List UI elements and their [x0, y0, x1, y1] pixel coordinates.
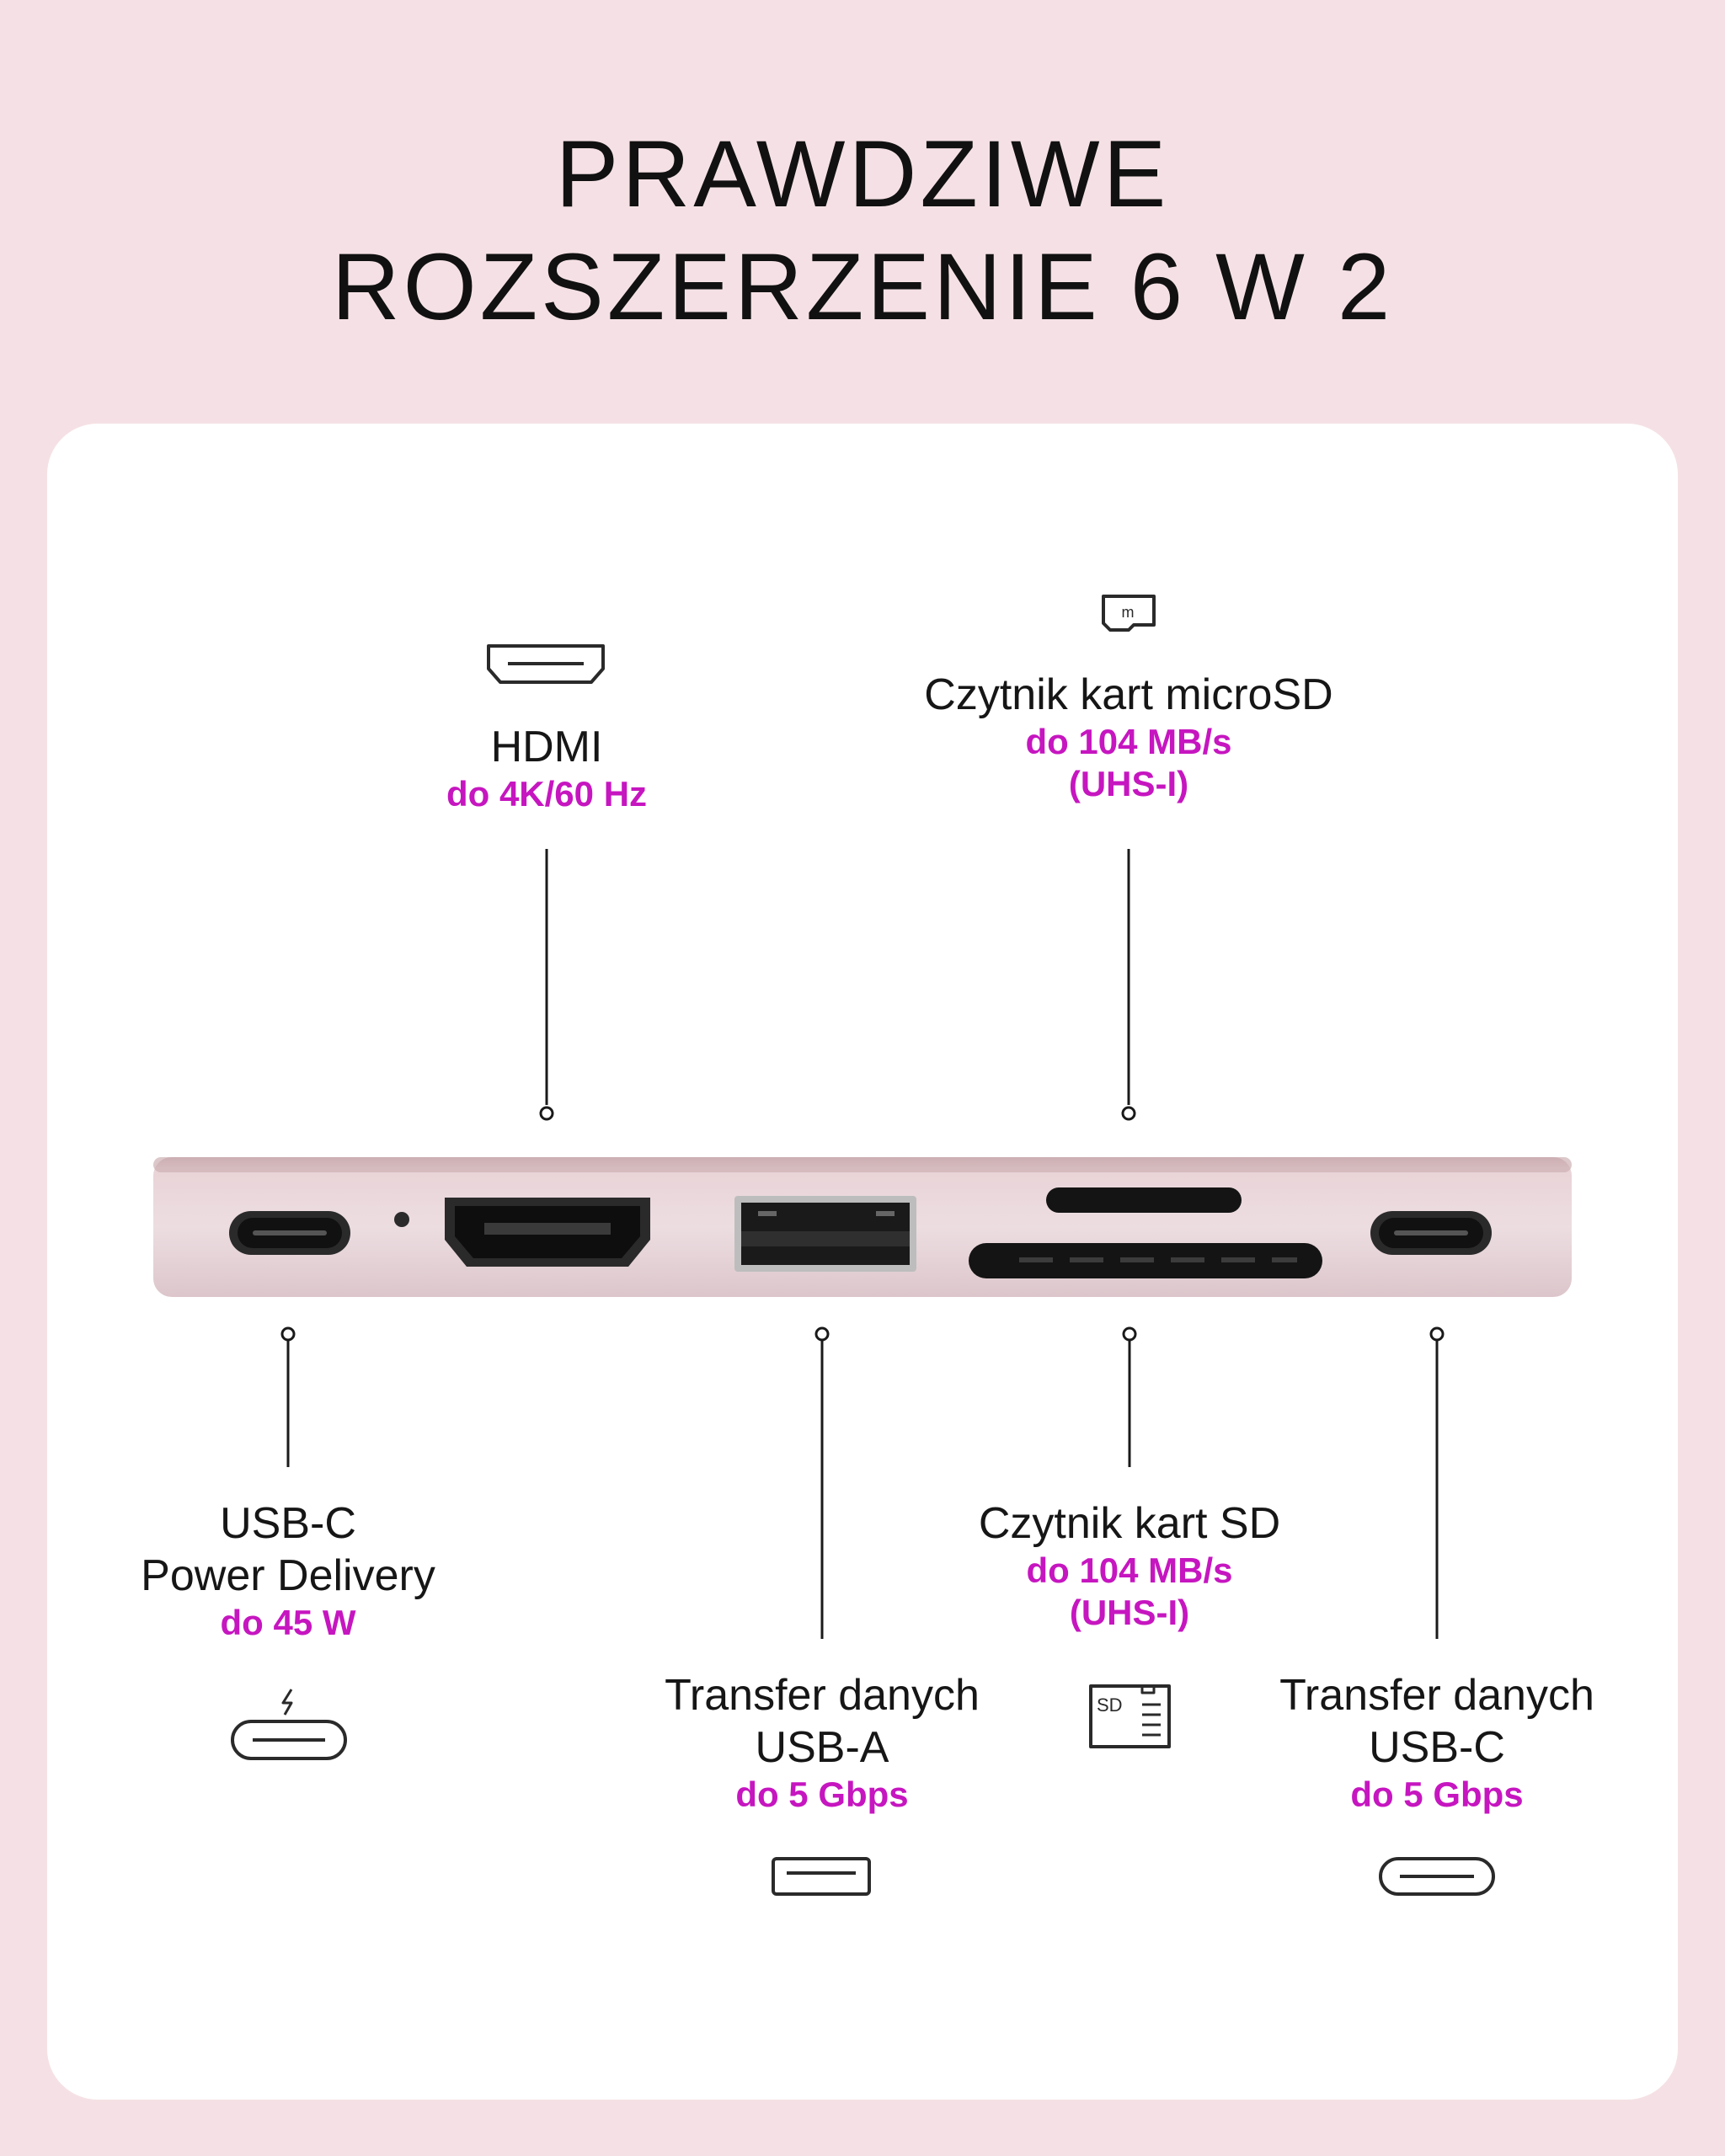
sd-leader-dot	[1122, 1326, 1137, 1342]
usbc-pd-label: USB-C Power Delivery do 45 W	[141, 1497, 435, 1644]
usbc-pd-leader-dot	[280, 1326, 296, 1342]
sd-slot	[969, 1243, 1322, 1278]
status-led	[394, 1212, 409, 1227]
usbc-data-name-1: Transfer danych	[1279, 1671, 1594, 1720]
microsd-spec-standard: (UHS-I)	[1068, 764, 1189, 803]
microsd-label: Czytnik kart microSD do 104 MB/s (UHS-I)	[924, 669, 1332, 805]
usba-name-2: USB-A	[755, 1723, 889, 1772]
title-line-1: PRAWDZIWE	[555, 121, 1170, 227]
usba-label: Transfer danych USB-A do 5 Gbps	[665, 1669, 980, 1816]
sd-spec-speed: do 104 MB/s	[1026, 1550, 1233, 1590]
sd-icon-text: SD	[1097, 1694, 1123, 1716]
hdmi-port-icon	[487, 644, 605, 684]
sd-label: Czytnik kart SD do 104 MB/s (UHS-I)	[979, 1497, 1280, 1634]
page-title: PRAWDZIWE ROZSZERZENIE 6 W 2	[0, 118, 1725, 344]
usbc-pd-spec: do 45 W	[220, 1603, 356, 1642]
usba-leader-dot	[814, 1326, 830, 1342]
microsd-name: Czytnik kart microSD	[924, 670, 1333, 719]
usb-c-data-port	[1370, 1211, 1492, 1255]
hdmi-spec: do 4K/60 Hz	[446, 774, 648, 814]
sd-name: Czytnik kart SD	[978, 1499, 1281, 1548]
usb-c-pd-port	[229, 1211, 350, 1255]
hdmi-name: HDMI	[490, 723, 603, 771]
usba-name-1: Transfer danych	[665, 1671, 980, 1720]
microsd-slot	[1046, 1187, 1242, 1213]
sd-card-icon: SD	[1089, 1684, 1171, 1748]
usbc-pd-name-1: USB-C	[220, 1499, 356, 1548]
usbc-data-leader-dot	[1429, 1326, 1445, 1342]
title-line-2: ROZSZERZENIE 6 W 2	[331, 234, 1394, 339]
microsd-card-icon: m	[1102, 595, 1156, 632]
sd-spec-standard: (UHS-I)	[1069, 1593, 1190, 1632]
usbc-data-label: Transfer danych USB-C do 5 Gbps	[1279, 1669, 1594, 1816]
usb-hub-device	[153, 1157, 1572, 1297]
microsd-spec-speed: do 104 MB/s	[1025, 722, 1232, 761]
usb-a-port	[734, 1196, 916, 1272]
usb-a-port-icon	[772, 1857, 871, 1896]
hdmi-leader-dot	[539, 1106, 554, 1121]
hdmi-port	[445, 1198, 650, 1267]
usbc-data-spec: do 5 Gbps	[1350, 1774, 1524, 1814]
usba-spec: do 5 Gbps	[735, 1774, 909, 1814]
svg-text:m: m	[1122, 604, 1135, 621]
usbc-pd-name-2: Power Delivery	[141, 1551, 435, 1600]
hdmi-label: HDMI do 4K/60 Hz	[446, 721, 647, 815]
usb-c-charging-icon	[231, 1689, 347, 1760]
usb-c-port-icon	[1379, 1857, 1495, 1896]
usbc-data-name-2: USB-C	[1369, 1723, 1505, 1772]
microsd-leader-dot	[1121, 1106, 1136, 1121]
